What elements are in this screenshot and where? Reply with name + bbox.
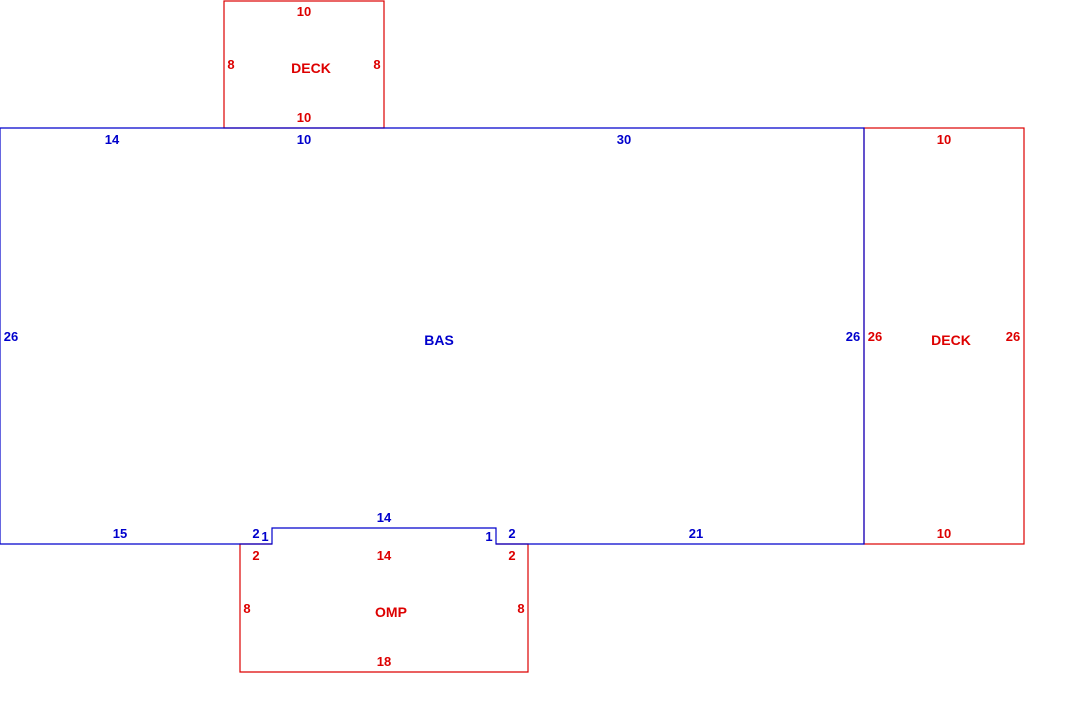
bas-dim-notch-left-step: 2	[252, 526, 259, 541]
deck-top-dim-bottom: 10	[297, 110, 311, 125]
bas-dim-top-right: 30	[617, 132, 631, 147]
bas-dim-left: 26	[4, 329, 18, 344]
deck-right-dim-bottom: 10	[937, 526, 951, 541]
bas-outline	[0, 127, 865, 545]
bas-dim-notch-left-inner: 1	[261, 529, 268, 544]
bas-dim-notch-right-step: 2	[508, 526, 515, 541]
omp-dim-left: 8	[243, 601, 250, 616]
omp-label: OMP	[375, 604, 407, 620]
deck-top-dim-top: 10	[297, 4, 311, 19]
bas-label: BAS	[424, 332, 454, 348]
bas-dim-bottom-right: 21	[689, 526, 703, 541]
omp-area: 2 14 2 8 8 18 OMP	[239, 543, 529, 673]
deck-right-dim-right: 26	[1006, 329, 1020, 344]
deck-top-area: 10 8 8 10 DECK	[223, 0, 385, 129]
bas-dim-right: 26	[846, 329, 860, 344]
deck-top-dim-right: 8	[373, 57, 380, 72]
omp-dim-bottom: 18	[377, 654, 391, 669]
omp-dim-top: 14	[377, 548, 392, 563]
bas-area: 14 10 30 26 26 15 2 1 14 1 2 21 BAS	[0, 127, 865, 545]
deck-right-dim-top: 10	[937, 132, 951, 147]
omp-dim-step-right: 2	[508, 548, 515, 563]
bas-dim-notch-right-inner: 1	[485, 529, 492, 544]
bas-dim-top-mid: 10	[297, 132, 311, 147]
deck-top-label: DECK	[291, 60, 331, 76]
deck-right-label: DECK	[931, 332, 971, 348]
omp-dim-step-left: 2	[252, 548, 259, 563]
deck-right-dim-left: 26	[868, 329, 882, 344]
deck-top-dim-left: 8	[227, 57, 234, 72]
omp-dim-right: 8	[517, 601, 524, 616]
deck-right-area: 10 26 26 10 DECK	[863, 127, 1025, 545]
bas-dim-top-left: 14	[105, 132, 120, 147]
bas-dim-notch-top: 14	[377, 510, 392, 525]
bas-dim-bottom-left: 15	[113, 526, 127, 541]
